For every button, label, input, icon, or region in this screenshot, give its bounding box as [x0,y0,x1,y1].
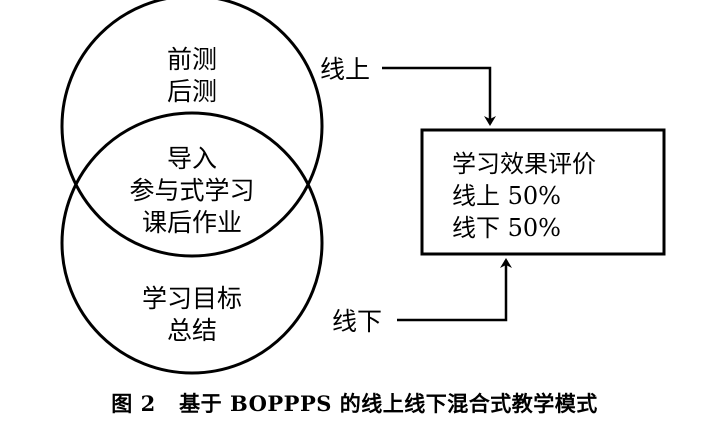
evaluation-offline: 线下 50% [452,214,561,242]
figure-title: 基于 BOPPPS 的线上线下混合式教学模式 [179,391,598,416]
bottom-circle [60,111,324,375]
evaluation-online: 线上 50% [452,182,561,210]
online-label: 线上 [320,55,370,84]
offline-label: 线下 [332,307,382,336]
top-circle [60,0,324,258]
figure-caption: 图 2 基于 BOPPPS 的线上线下混合式教学模式 [0,388,709,418]
evaluation-box [420,128,666,256]
figure-number: 图 2 [111,391,156,416]
evaluation-title: 学习效果评价 [452,150,596,178]
bottom-circle-line-1: 学习目标 [142,284,242,313]
overlap-line-3: 课后作业 [142,208,242,237]
overlap-line-1: 导入 [167,144,217,173]
overlap-line-2: 参与式学习 [129,176,254,205]
online-arrow [382,66,496,126]
bottom-circle-line-2: 总结 [167,316,217,345]
top-circle-line-2: 后测 [167,77,217,106]
boppps-diagram: 前测 后测 导入 参与式学习 课后作业 学习目标 总结 线上 线下 学习效果评价… [60,0,666,375]
offline-arrow [397,258,512,322]
top-circle-line-1: 前测 [167,45,217,74]
